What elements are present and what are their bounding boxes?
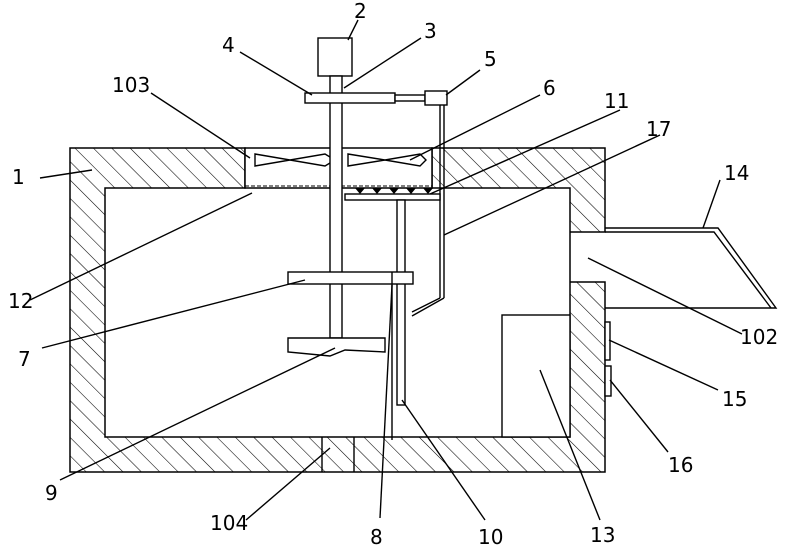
belt: [395, 95, 425, 101]
main-shaft: [330, 76, 342, 338]
label-11: 11: [604, 89, 629, 113]
control-panel: [605, 322, 610, 360]
label-17: 17: [646, 117, 671, 141]
label-8: 8: [370, 525, 383, 549]
label-15: 15: [722, 387, 747, 411]
label-10: 10: [478, 525, 503, 549]
label-16: 16: [668, 453, 693, 477]
label-2: 2: [354, 0, 367, 23]
motor: [318, 38, 352, 76]
label-104: 104: [210, 511, 248, 535]
label-102: 102: [740, 325, 778, 349]
label-5: 5: [484, 47, 497, 71]
pulley-4: [305, 93, 395, 103]
label-6: 6: [543, 76, 556, 100]
nozzles: [355, 188, 433, 194]
label-14: 14: [724, 161, 749, 185]
label-1: 1: [12, 165, 25, 189]
label-13: 13: [590, 523, 615, 547]
label-103: 103: [112, 73, 150, 97]
label-12: 12: [8, 289, 33, 313]
label-4: 4: [222, 33, 235, 57]
pipe-10: [397, 200, 405, 405]
label-7: 7: [18, 347, 31, 371]
inlet-hood: [605, 228, 776, 308]
nozzle-plate: [345, 194, 440, 200]
label-3: 3: [424, 19, 437, 43]
stirring-paddle: [288, 338, 385, 356]
label-9: 9: [45, 481, 58, 505]
stirring-bar: [288, 272, 413, 284]
pulley-5: [425, 91, 447, 105]
